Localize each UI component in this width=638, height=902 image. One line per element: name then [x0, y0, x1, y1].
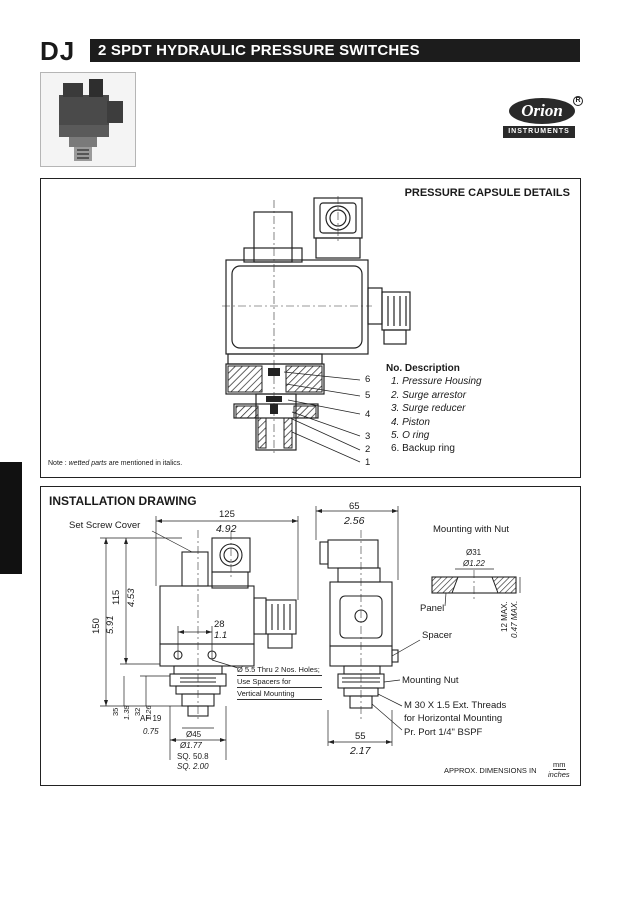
dia45-mm: Ø45 — [186, 730, 202, 739]
height-total-mm: 150 — [91, 618, 102, 634]
side-tab-marker — [0, 462, 22, 574]
unit-inches: inches — [548, 770, 570, 779]
max-mm: 12 MAX. — [500, 601, 509, 632]
brand-logo-sub: INSTRUMENTS — [503, 126, 575, 138]
approx-dimensions: APPROX. DIMENSIONS IN — [444, 766, 537, 775]
callout-1: 1 — [365, 457, 371, 468]
brand-logo: Orion R INSTRUMENTS — [503, 96, 583, 144]
brand-logo-name: Orion — [509, 98, 575, 124]
legend-heading: No. Description — [386, 363, 460, 374]
callout-6: 6 — [365, 374, 371, 385]
holes-note: Ø 5.5 Thru 2 Nos. Holes; Use Spacers for… — [237, 664, 322, 700]
mounting-nut-label: Mounting Nut — [402, 675, 459, 686]
thread-note-2: for Horizontal Mounting — [404, 713, 503, 724]
depth-in: 2.17 — [350, 745, 371, 757]
height-total-in: 5.91 — [105, 615, 116, 635]
af075-label: 0.75 — [143, 727, 159, 736]
depth-mm: 55 — [355, 731, 366, 742]
legend-item: 5. O ring — [391, 430, 430, 442]
height-in: 4.53 — [126, 588, 137, 608]
holes-note-line: Use Spacers for — [237, 676, 322, 688]
note-prefix: Note : — [48, 460, 69, 467]
parts-legend: No. Description 1. Pressure Housing 2. S… — [386, 362, 482, 456]
series-code: DJ — [40, 36, 76, 66]
sq-in: SQ. 2.00 — [177, 762, 209, 771]
holes-note-line: Vertical Mounting — [237, 688, 322, 700]
installation-heading: INSTALLATION DRAWING — [49, 494, 197, 508]
callout-5: 5 — [365, 390, 371, 401]
panel-label: Panel — [420, 603, 445, 614]
spacer-label: Spacer — [422, 630, 453, 641]
registered-mark: R — [573, 96, 583, 106]
dia45-in: Ø1.77 — [180, 741, 202, 750]
side-width-in: 2.56 — [344, 515, 365, 527]
set-screw-cover-label: Set Screw Cover — [69, 520, 141, 531]
max-in: 0.47 MAX. — [510, 600, 519, 638]
pressure-capsule-heading: PRESSURE CAPSULE DETAILS — [404, 187, 570, 199]
sq-mm: SQ. 50.8 — [177, 752, 209, 761]
width-in: 4.92 — [216, 523, 237, 535]
callout-2: 2 — [365, 444, 371, 455]
legend-item: 3. Surge reducer — [391, 403, 466, 415]
holes-offset-in: 1.1 — [214, 630, 228, 641]
holes-note-line: Ø 5.5 Thru 2 Nos. Holes; — [237, 665, 322, 676]
side-width-mm: 65 — [349, 501, 360, 512]
callout-4: 4 — [365, 409, 371, 420]
height-mm: 115 — [111, 589, 122, 605]
mounting-with-nut-label: Mounting with Nut — [433, 524, 510, 535]
af19-label: AF 19 — [140, 714, 162, 723]
wetted-parts-note: Note : wetted parts are mentioned in ita… — [48, 460, 182, 467]
callout-3: 3 — [365, 431, 371, 442]
dia31-in: Ø1.22 — [463, 559, 485, 568]
installation-panel: INSTALLATION DRAWING — [40, 486, 581, 786]
dia31-mm: Ø31 — [466, 548, 482, 557]
width-mm: 125 — [219, 509, 235, 520]
legend-item: 6. Backup ring — [391, 443, 455, 455]
dim-138: 1.38 — [122, 705, 131, 720]
legend-item: 4. Piston — [391, 416, 430, 428]
holes-offset-mm: 28 — [214, 619, 225, 630]
note-suffix: are mentioned in italics. — [106, 460, 183, 467]
page-title: 2 SPDT HYDRAULIC PRESSURE SWITCHES — [90, 39, 580, 62]
port-note: Pr. Port 1/4" BSPF — [404, 727, 483, 738]
unit-mm: mm — [553, 760, 566, 770]
product-photo-illustration — [59, 79, 123, 161]
note-italic: wetted parts — [68, 460, 107, 467]
dim-35: 35 — [111, 707, 120, 716]
legend-item: 2. Surge arrestor — [391, 389, 467, 401]
legend-item: 1. Pressure Housing — [391, 376, 482, 388]
thread-note-1: M 30 X 1.5 Ext. Threads — [404, 700, 507, 711]
product-photo — [40, 72, 136, 167]
pressure-capsule-panel: PRESSURE CAPSULE DETAILS Note : wetted p… — [40, 178, 581, 478]
